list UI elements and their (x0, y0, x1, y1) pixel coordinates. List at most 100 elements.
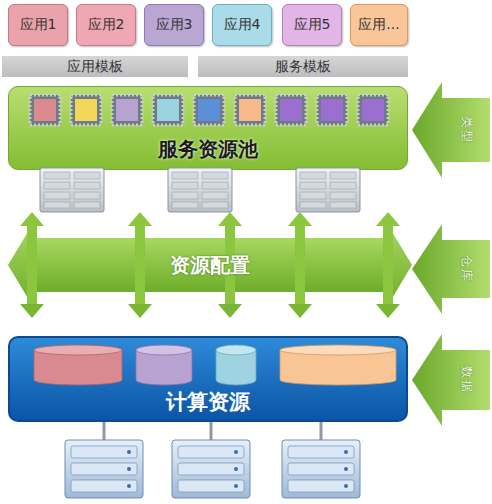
storage-cylinders (34, 345, 396, 385)
text-holder: 应用1 (9, 5, 67, 45)
chip-icon (194, 95, 224, 125)
node-label: 计算资源 (166, 388, 250, 416)
vertical-arrowhead (288, 212, 312, 226)
chip-icon (276, 95, 306, 125)
text-holder: 应用... (351, 5, 407, 45)
vertical-arrowhead (128, 212, 152, 226)
chip-icon (153, 95, 183, 125)
rack-servers (40, 168, 360, 212)
chip-icon (362, 99, 384, 121)
text-holder: 计算资源 (10, 338, 406, 420)
chip-icon (239, 99, 261, 121)
text-holder: 数据 (442, 334, 490, 426)
vertical-arrowhead (20, 304, 44, 318)
band-body (30, 238, 390, 292)
node-label: 应用模板 (67, 58, 123, 76)
node-label: 资源配置 (170, 252, 250, 279)
application-box: 应用4 (212, 4, 272, 46)
blade-server (172, 440, 250, 498)
allocation-arrow-band: 资源配置 (8, 212, 412, 318)
chip-icon (71, 95, 101, 125)
text-holder: 仓库 (442, 224, 490, 314)
storage-cylinder (136, 350, 192, 385)
text-holder: 应用5 (283, 5, 341, 45)
chip-icon (317, 95, 347, 125)
text-holder: 应用4 (213, 5, 271, 45)
text-holder: 服务资源池 (9, 87, 407, 169)
left-arrow-shape (412, 82, 490, 178)
chip-icon (34, 99, 56, 121)
text-holder: 资源配置 (8, 212, 412, 318)
compute-resource-panel: 计算资源 (8, 336, 408, 422)
chip-icon (321, 99, 343, 121)
blade-servers (65, 440, 360, 498)
application-box: 应用2 (76, 4, 136, 46)
node-label: 应用1 (20, 16, 57, 34)
storage-cylinder (136, 345, 192, 355)
chip-icon (112, 95, 142, 125)
node-label: 应用5 (294, 16, 331, 34)
application-box: 应用... (350, 4, 408, 46)
arrow-label: 类型 (458, 116, 475, 144)
storage-cylinder (216, 345, 256, 355)
vertical-arrow-shaft (383, 224, 393, 306)
chip-icon (75, 99, 97, 121)
template-bar: 服务模板 (198, 56, 408, 77)
storage-cylinder (280, 345, 396, 355)
input-arrow: 仓库 (412, 224, 490, 314)
chip-icon (30, 95, 60, 125)
chip-icon (358, 95, 388, 125)
application-box: 应用1 (8, 4, 68, 46)
left-arrow-outline (412, 224, 490, 314)
storage-cylinder (34, 350, 122, 385)
storage-cylinder (216, 350, 256, 385)
resource-pool-panel: 服务资源池 (8, 86, 408, 170)
vertical-arrowhead (376, 212, 400, 226)
node-label: 服务资源池 (158, 136, 258, 163)
vertical-arrow-shaft (135, 224, 145, 306)
application-box: 应用3 (144, 4, 204, 46)
chip-icon (157, 99, 179, 121)
rack-server (168, 168, 232, 212)
link-wire (320, 422, 323, 440)
chip-icon (235, 95, 265, 125)
storage-cylinder (280, 350, 396, 385)
node-label: 应用... (358, 16, 399, 34)
link-wire (210, 422, 213, 440)
vertical-arrow-shaft (27, 224, 37, 306)
chip-row (30, 95, 388, 125)
text-holder: 应用3 (145, 5, 203, 45)
arrow-label: 仓库 (458, 255, 475, 283)
left-arrow-outline (412, 82, 490, 178)
arrow-label: 数据 (458, 366, 475, 394)
vertical-arrowhead (376, 304, 400, 318)
node-label: 服务模板 (275, 58, 331, 76)
chip-icon (280, 99, 302, 121)
vertical-arrowhead (20, 212, 44, 226)
rack-server (296, 168, 360, 212)
left-arrow-shape (412, 224, 490, 314)
rack-server (40, 168, 104, 212)
left-arrow-shape (412, 334, 490, 426)
vertical-arrowhead (128, 304, 152, 318)
node-label: 应用2 (88, 16, 125, 34)
application-box: 应用5 (282, 4, 342, 46)
input-arrow: 数据 (412, 334, 490, 426)
node-label: 应用3 (156, 16, 193, 34)
chip-icon (198, 99, 220, 121)
text-holder: 服务模板 (198, 56, 408, 77)
text-holder: 应用模板 (2, 56, 188, 77)
vertical-arrowhead (288, 304, 312, 318)
chip-icon (116, 99, 138, 121)
vertical-arrow-shaft (295, 224, 305, 306)
left-arrow-outline (412, 334, 490, 426)
blade-server (65, 440, 143, 498)
text-holder: 应用2 (77, 5, 135, 45)
blade-server (282, 440, 360, 498)
vertical-arrowhead (218, 212, 242, 226)
link-wire (103, 422, 106, 440)
text-holder: 类型 (442, 82, 490, 178)
input-arrow: 类型 (412, 82, 490, 178)
